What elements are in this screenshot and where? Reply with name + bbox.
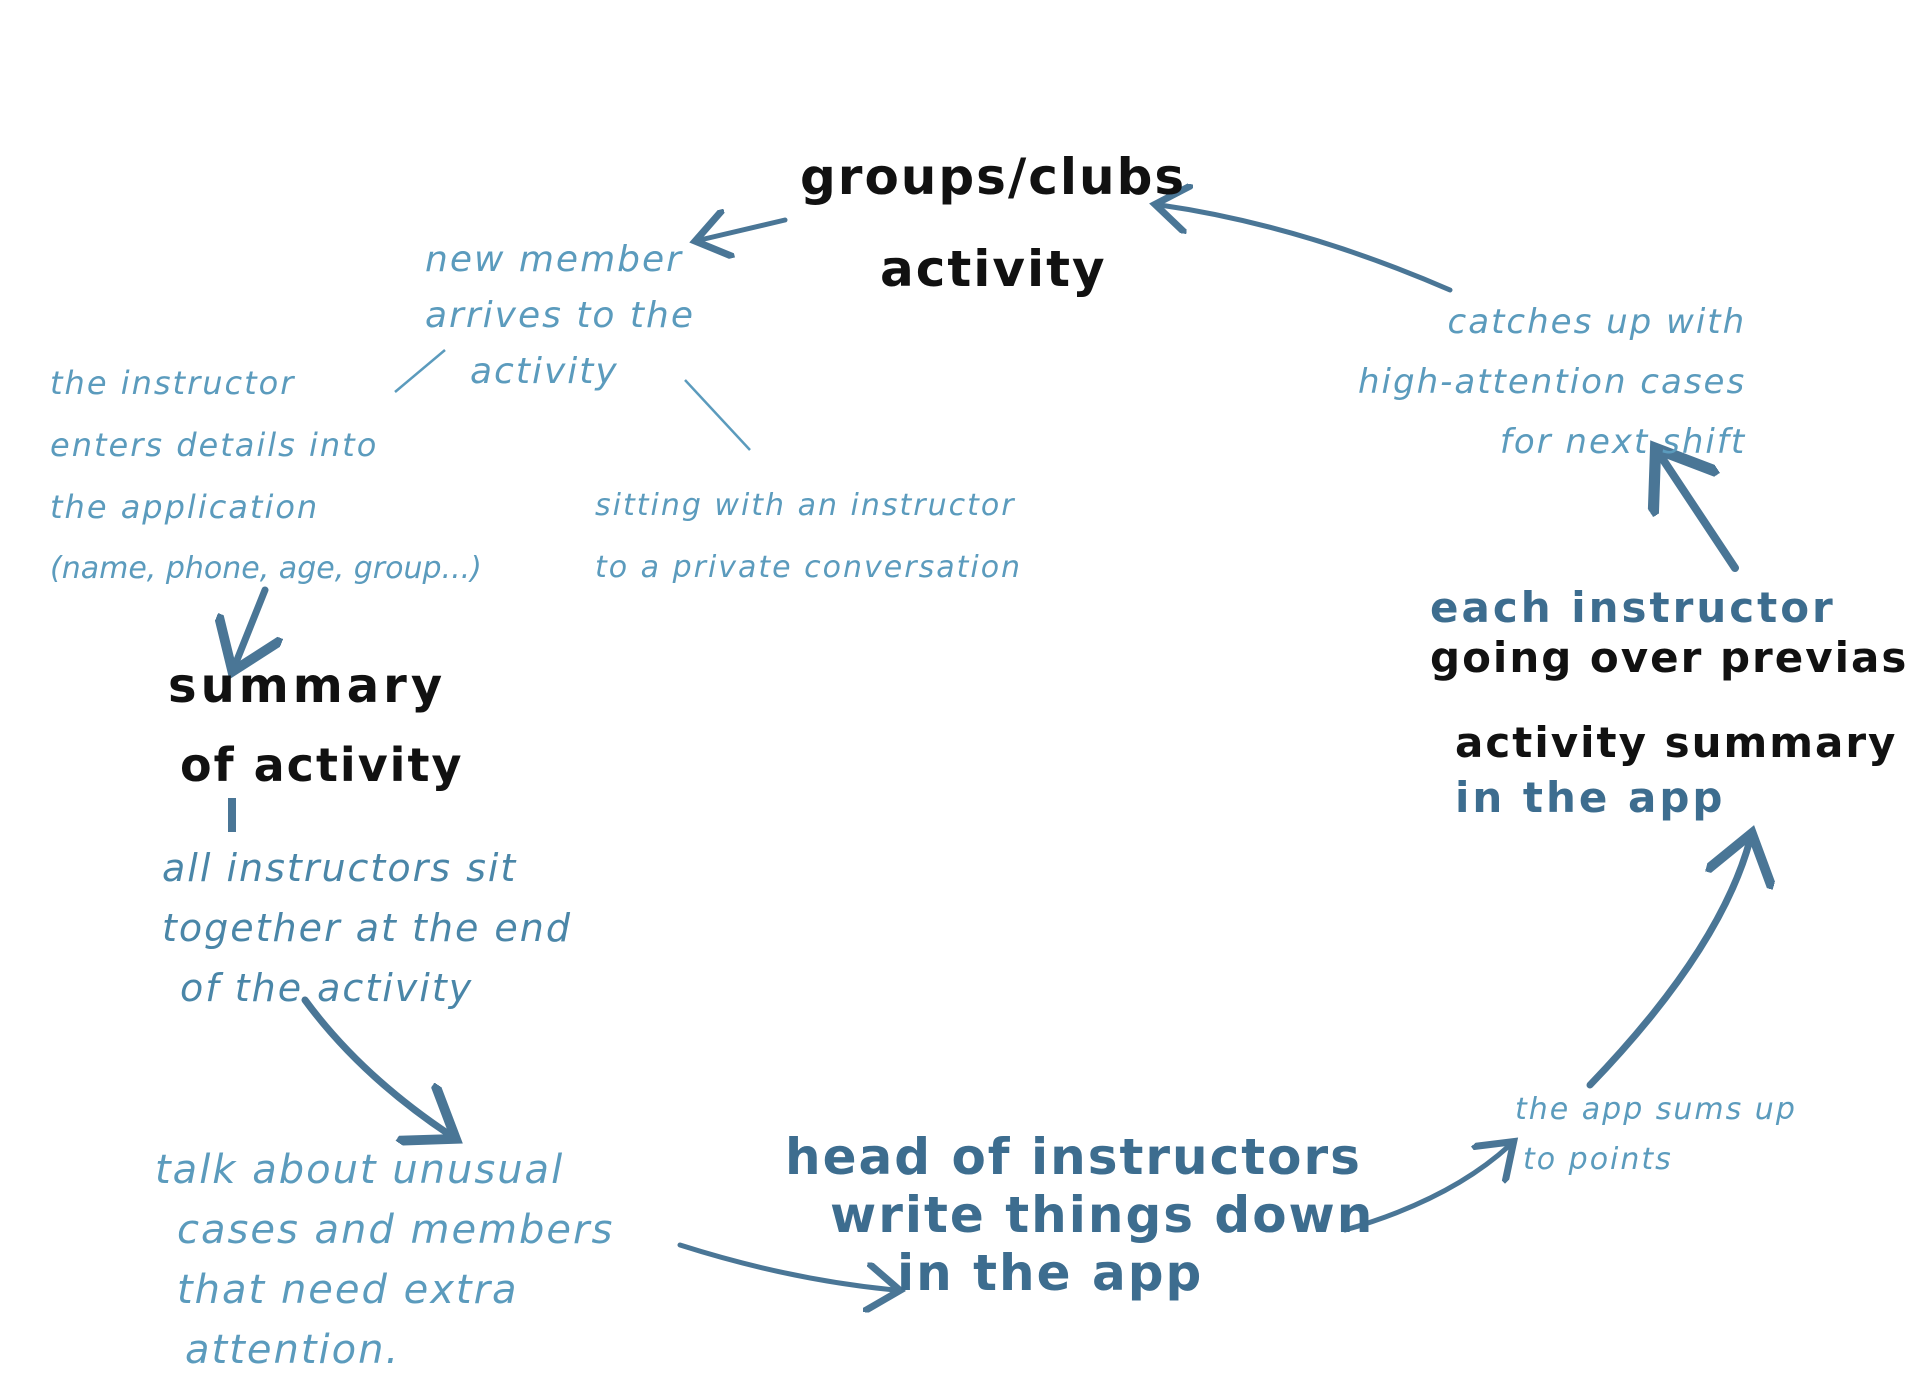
head-of-instructors-line: write things down	[830, 1186, 1375, 1244]
instructor-enters-line: enters details into	[50, 426, 379, 464]
talk-about-line: attention.	[185, 1327, 401, 1373]
each-instructor-line-4: in the app	[1455, 773, 1726, 822]
private-conversation-note: sitting with an instructor to a private …	[595, 475, 1022, 599]
new-member-line: new member	[425, 239, 683, 280]
summary-subtitle-line: of activity	[180, 738, 464, 792]
arrow-app-sums-to-each-instructor	[1586, 840, 1750, 1089]
all-instructors-line: all instructors sit	[162, 846, 518, 890]
talk-about-line: that need extra	[177, 1267, 519, 1313]
arrow-groups-to-new-member	[700, 220, 788, 240]
talk-about-line: talk about unusual	[155, 1147, 565, 1193]
catches-up-line: catches up with	[1447, 302, 1747, 342]
catches-up-note: catches up with high-attention cases for…	[1358, 292, 1746, 472]
new-member-line: arrives to the	[425, 295, 695, 336]
app-sums-line: the app sums up	[1515, 1092, 1797, 1127]
private-conversation-line: to a private conversation	[595, 550, 1023, 585]
instructor-enters-note: the instructor enters details into the a…	[50, 352, 482, 600]
each-instructor-line-2: going over previas	[1430, 633, 1909, 682]
instructor-enters-line: the instructor	[50, 364, 296, 402]
new-member-note: new member arrives to the activity	[425, 232, 695, 400]
new-member-line: activity	[470, 351, 619, 392]
arrow-details-to-summary	[235, 586, 265, 665]
head-of-instructors-line: head of instructors	[785, 1128, 1362, 1186]
summary-title: summary	[168, 660, 446, 713]
groups-activity-title: activity	[880, 242, 1107, 297]
each-instructor-text: going over previas	[1430, 633, 1909, 682]
talk-about-line: cases and members	[177, 1207, 615, 1253]
head-of-instructors-line: in the app	[897, 1244, 1204, 1302]
talk-about-note: talk about unusual cases and members tha…	[155, 1140, 614, 1380]
each-instructor-line-3: activity summary	[1455, 718, 1898, 767]
catches-up-line: for next shift	[1499, 422, 1747, 462]
private-conversation-line: sitting with an instructor	[595, 488, 1016, 523]
each-instructor-line-1: each instructor	[1430, 583, 1836, 632]
all-instructors-note: all instructors sit together at the end …	[162, 838, 572, 1018]
each-instructor-text: activity summary	[1455, 718, 1898, 767]
catches-up-line: high-attention cases	[1358, 362, 1747, 402]
summary-line: summary	[168, 658, 447, 714]
arrow-catches-up-to-groups	[1160, 205, 1453, 293]
summary-subtitle: of activity	[180, 740, 463, 791]
each-instructor-text: in the app	[1455, 773, 1726, 822]
groups-clubs-title: groups/clubs	[800, 150, 1186, 205]
arrow-all-instructors-to-talk	[301, 996, 450, 1135]
app-sums-line: to points	[1523, 1142, 1673, 1177]
all-instructors-line: of the activity	[180, 966, 474, 1010]
each-instructor-text: each instructor	[1430, 583, 1836, 632]
groups-clubs-line: groups/clubs	[800, 148, 1187, 206]
head-of-instructors-note: head of instructors write things down in…	[785, 1128, 1374, 1302]
app-sums-note: the app sums up to points	[1515, 1085, 1797, 1185]
all-instructors-line: together at the end	[162, 906, 573, 950]
instructor-enters-line: the application	[50, 488, 320, 526]
instructor-enters-line: (name, phone, age, group...)	[50, 551, 482, 586]
groups-activity-line: activity	[880, 240, 1107, 298]
